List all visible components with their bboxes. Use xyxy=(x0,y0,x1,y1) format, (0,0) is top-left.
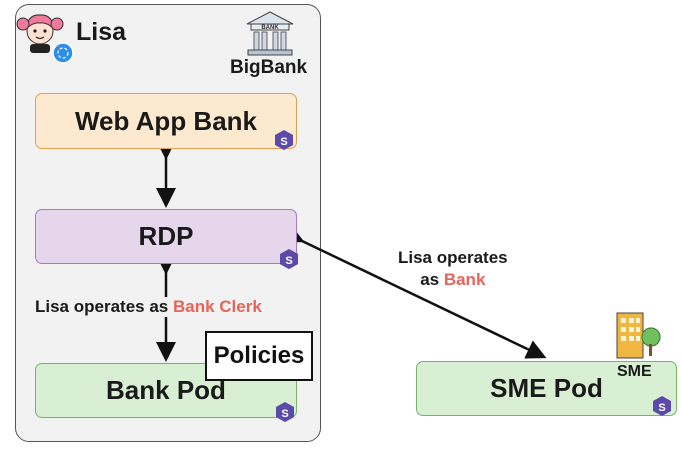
rdp-label: RDP xyxy=(138,221,194,251)
bank-annotation: Lisa operates as Bank xyxy=(398,247,508,291)
bank-building-icon xyxy=(246,11,294,56)
bank-sign-text: BANK xyxy=(261,25,279,31)
sme-pod-label: SME Pod xyxy=(490,373,603,403)
org-name: BigBank xyxy=(230,57,308,78)
rdp-node: RDP xyxy=(35,209,297,264)
clerk-role: Bank Clerk xyxy=(172,297,262,316)
bank-annotation-line1: Lisa operates xyxy=(398,248,508,267)
clerk-prefix: Lisa operates as xyxy=(35,297,173,316)
bank-annotation-line2: as Bank xyxy=(398,269,508,291)
sme-label: SME xyxy=(617,363,652,380)
sme-pod-node: SME Pod xyxy=(416,361,677,416)
policies-label: Policies xyxy=(213,342,305,369)
office-building-icon xyxy=(616,312,661,359)
clerk-annotation: Lisa operates as Bank Clerk xyxy=(33,297,264,317)
web-app-node: Web App Bank xyxy=(35,93,297,149)
arrow-rdp-smepod xyxy=(282,224,547,359)
bank-annotation-role: Bank xyxy=(443,270,486,289)
bank-annotation-prefix: as xyxy=(420,270,444,289)
policies-box: Policies xyxy=(205,331,313,381)
user-avatar-icon xyxy=(16,14,74,64)
web-app-label: Web App Bank xyxy=(74,105,257,136)
user-name: Lisa xyxy=(76,18,127,46)
